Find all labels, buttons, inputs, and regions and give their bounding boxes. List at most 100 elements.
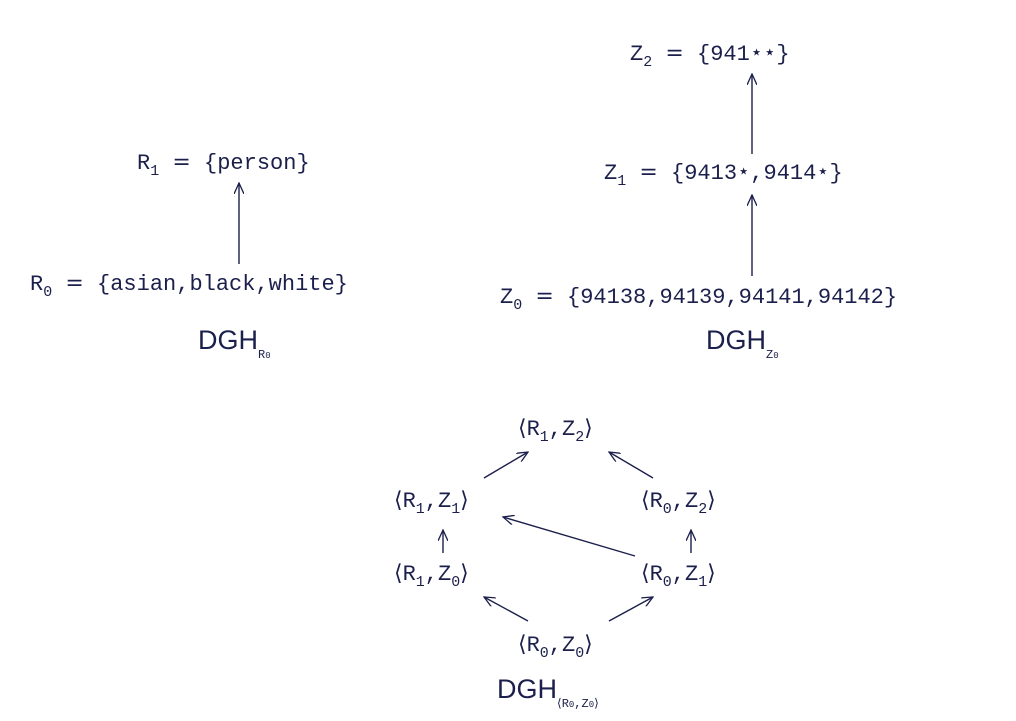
lattice-edge-r0z2-r1z2 <box>609 452 654 479</box>
comma: , <box>548 633 562 658</box>
race-dgh-label-subscript: R0 <box>258 348 271 362</box>
right-angle-bracket: ⟩ <box>584 632 593 657</box>
node-b-index: 2 <box>698 502 708 518</box>
lattice-sub-b-index: 0 <box>588 700 595 710</box>
zip-dgh-sub-letter: Z <box>766 348 774 362</box>
node-a: R <box>649 562 663 587</box>
race-dgh-sub-index: 0 <box>265 351 271 361</box>
node-a: R <box>526 633 540 658</box>
lattice-sub-b: Z <box>581 697 589 711</box>
comma: , <box>424 489 438 514</box>
right-angle-bracket: ⟩ <box>594 696 599 710</box>
race-dgh-label-text: DGH <box>198 325 258 355</box>
lattice-node-r0z0: ⟨R0,Z0⟩ <box>518 632 593 662</box>
lattice-node-r1z0: ⟨R1,Z0⟩ <box>394 561 469 591</box>
race-level-0: R0 = {asian,black,white} <box>30 271 348 301</box>
zip-level-1: Z1 = {9413⋆,9414⋆} <box>604 160 843 190</box>
node-b: Z <box>684 562 699 587</box>
zip-level-2-index: 2 <box>643 55 653 71</box>
race-level-1-index: 1 <box>150 164 160 180</box>
zip-dgh-label-text: DGH <box>706 325 766 355</box>
left-angle-bracket: ⟨ <box>394 561 403 586</box>
node-b: Z <box>561 633 576 658</box>
node-a: R <box>402 489 416 514</box>
right-angle-bracket: ⟩ <box>707 488 716 513</box>
node-b-index: 1 <box>451 502 461 518</box>
node-b-index: 2 <box>575 430 585 446</box>
node-a: R <box>649 489 663 514</box>
race-dgh-sub-letter: R <box>258 348 266 362</box>
left-angle-bracket: ⟨ <box>641 561 650 586</box>
lattice-dgh-label-text: DGH <box>497 674 557 704</box>
lattice-edge-r1z1-r1z2 <box>483 452 528 479</box>
race-level-0-values: {asian,black,white} <box>97 272 348 297</box>
zip-dgh-label: DGHZ0 <box>706 325 779 362</box>
zip-level-1-name: Z <box>604 161 618 186</box>
right-angle-bracket: ⟩ <box>460 561 469 586</box>
lattice-node-r1z2: ⟨R1,Z2⟩ <box>518 416 593 446</box>
zip-level-1-values: {9413⋆,9414⋆} <box>671 161 843 186</box>
comma: , <box>574 697 582 711</box>
left-angle-bracket: ⟨ <box>394 488 403 513</box>
left-angle-bracket: ⟨ <box>518 632 527 657</box>
race-level-0-name: R <box>30 272 44 297</box>
left-angle-bracket: ⟨ <box>641 488 650 513</box>
equals-sign: = <box>172 150 191 175</box>
lattice-edge-r0z0-r1z0 <box>484 597 529 622</box>
node-a-index: 1 <box>415 502 425 518</box>
node-a-index: 0 <box>539 646 549 662</box>
race-dgh-label: DGHR0 <box>198 325 271 362</box>
zip-level-0-name: Z <box>500 285 514 310</box>
node-a-index: 1 <box>415 575 425 591</box>
lattice-node-r0z1: ⟨R0,Z1⟩ <box>641 561 716 591</box>
lattice-sub-a: R <box>561 697 569 711</box>
lattice-edge-r0z1-r1z1 <box>503 517 636 557</box>
node-b: Z <box>437 562 452 587</box>
lattice-node-r1z1: ⟨R1,Z1⟩ <box>394 488 469 518</box>
race-level-1-values: {person} <box>204 151 310 176</box>
zip-level-0-values: {94138,94139,94141,94142} <box>567 285 898 310</box>
equals-sign: = <box>535 284 554 309</box>
comma: , <box>671 562 685 587</box>
node-b-index: 0 <box>575 646 585 662</box>
equals-sign: = <box>639 160 658 185</box>
lattice-node-r0z2: ⟨R0,Z2⟩ <box>641 488 716 518</box>
zip-level-2: Z2 = {941⋆⋆} <box>630 41 790 71</box>
lattice-edge-r0z0-r0z1 <box>608 597 653 622</box>
node-b: Z <box>561 417 576 442</box>
right-angle-bracket: ⟩ <box>707 561 716 586</box>
left-angle-bracket: ⟨ <box>557 696 562 710</box>
node-b-index: 0 <box>451 575 461 591</box>
node-a-index: 1 <box>539 430 549 446</box>
node-b: Z <box>437 489 452 514</box>
left-angle-bracket: ⟨ <box>518 416 527 441</box>
zip-level-0: Z0 = {94138,94139,94141,94142} <box>500 284 898 314</box>
equals-sign: = <box>665 41 684 66</box>
node-a-index: 0 <box>662 575 672 591</box>
node-b: Z <box>684 489 699 514</box>
lattice-dgh-label: DGH⟨R0,Z0⟩ <box>497 674 599 711</box>
right-angle-bracket: ⟩ <box>460 488 469 513</box>
lattice-sub-a-index: 0 <box>568 700 575 710</box>
comma: , <box>671 489 685 514</box>
right-angle-bracket: ⟩ <box>584 416 593 441</box>
lattice-dgh-label-subscript: ⟨R0,Z0⟩ <box>557 697 599 711</box>
node-a-index: 0 <box>662 502 672 518</box>
zip-dgh-sub-index: 0 <box>773 351 779 361</box>
comma: , <box>424 562 438 587</box>
zip-level-2-values: {941⋆⋆} <box>697 42 790 67</box>
race-level-0-index: 0 <box>43 285 53 301</box>
node-a: R <box>402 562 416 587</box>
equals-sign: = <box>65 271 84 296</box>
zip-level-0-index: 0 <box>513 298 523 314</box>
node-b-index: 1 <box>698 575 708 591</box>
race-level-1-name: R <box>137 151 151 176</box>
zip-dgh-label-subscript: Z0 <box>766 348 779 362</box>
zip-level-1-index: 1 <box>617 174 627 190</box>
node-a: R <box>526 417 540 442</box>
comma: , <box>548 417 562 442</box>
race-level-1: R1 = {person} <box>137 150 310 180</box>
zip-level-2-name: Z <box>630 42 644 67</box>
